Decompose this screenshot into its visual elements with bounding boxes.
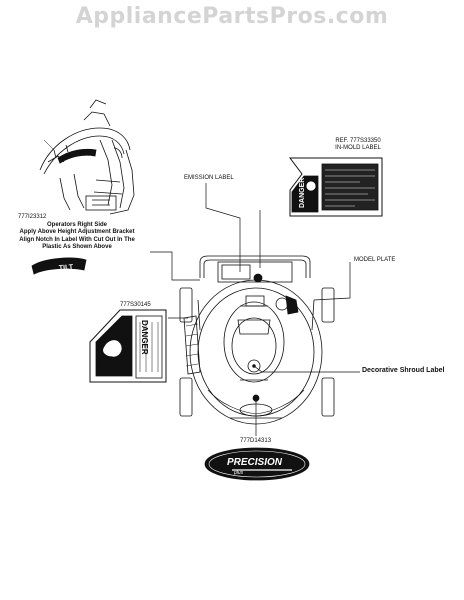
operators-note-line-3: Align Notch In Label With Cut Out In The [19,236,135,243]
part-number-14313: 777D14313 [240,438,272,444]
danger-word: DANGER [140,320,149,355]
model-plate-label: MODEL PLATE [354,257,396,263]
part-number-23312: 777I23312 [18,214,47,220]
tilt-decal [31,257,87,275]
inmold-label: IN-MOLD LABEL [335,145,381,151]
ref-label: REF. 777S33350 [335,138,381,144]
operators-note-line-4: Plastic As Shown Above [42,243,112,250]
precision-decal [204,447,310,481]
emission-label: EMISSION LABEL [184,175,234,181]
operators-note-line-2: Apply Above Height Adjustment Bracket [19,229,135,236]
handle-detail-drawing [39,99,135,215]
operators-note-line-1: Operators Right Side [46,222,107,228]
inmold-danger-word: DANGER [299,178,306,208]
operators-note: Operators Right Side Apply Above Height … [2,222,152,251]
inmold-label-decal [289,157,383,217]
leader-lines [150,183,360,436]
decorative-shroud-label: Decorative Shroud Label [362,367,445,374]
tilt-word: TILT [59,264,74,272]
watermark-text: AppliancePartsPros.com [75,4,389,29]
danger-decal [89,309,167,383]
part-number-30145: 777S30145 [120,302,151,308]
precision-sub: plus [233,470,244,476]
precision-word: PRECISION [227,457,283,468]
